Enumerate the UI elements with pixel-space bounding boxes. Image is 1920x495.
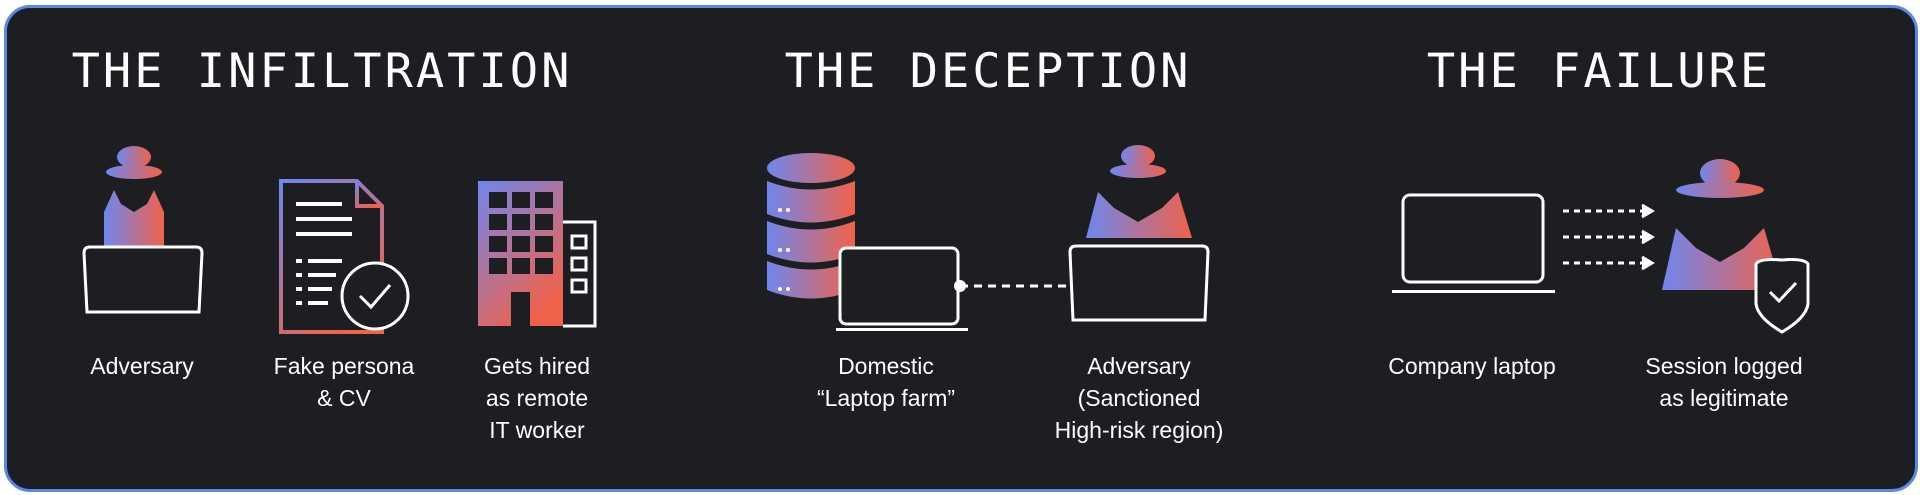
step-label-fake-persona: Fake persona & CV [273,353,415,411]
section-title-failure: THE FAILURE [1426,44,1772,99]
laptop-icon [1392,193,1555,293]
step-label-gets-hired: Gets hired as remote IT worker [483,353,591,443]
arrows [1563,203,1655,271]
database-laptop-icon [767,153,968,331]
step-label-adversary-sanctioned: Adversary (Sanctioned High-risk region) [1054,353,1224,443]
hacker-laptop-icon [82,146,204,314]
connection-line [954,280,1082,292]
step-label-session-logged: Session logged as legitimate [1645,353,1803,411]
section-title-infiltration: THE INFILTRATION [71,44,573,99]
office-building-icon [478,181,597,328]
hacker-shield-icon [1662,159,1810,334]
step-label-adversary: Adversary [90,353,194,379]
hacker-laptop-icon [1068,145,1210,322]
diagram-panel [4,5,1918,492]
section-title-deception: THE DECEPTION [784,44,1192,99]
step-label-laptop-farm: Domestic “Laptop farm” [816,353,956,411]
document-check-icon [279,179,410,334]
step-label-company-laptop: Company laptop [1388,353,1556,379]
